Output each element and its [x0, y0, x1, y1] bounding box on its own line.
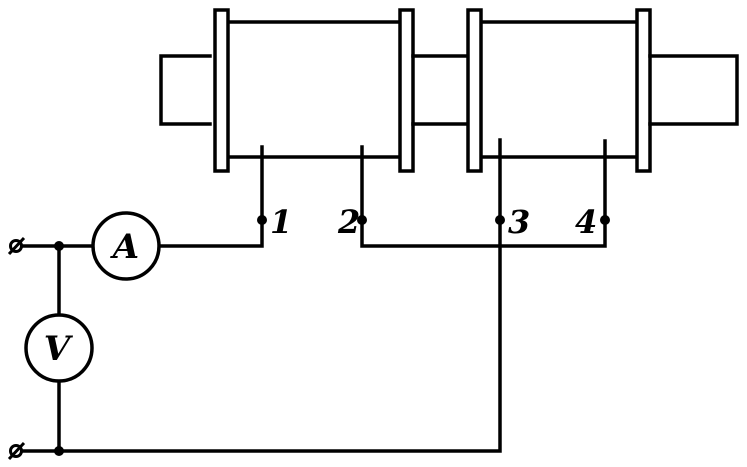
coil-1	[213, 8, 415, 173]
coil-2-left-flange	[466, 8, 483, 173]
terminal-2-dot	[357, 215, 367, 225]
right-shaft	[648, 54, 739, 126]
input-terminal-bottom	[7, 441, 26, 461]
coil-1-right-flange	[398, 8, 415, 173]
terminal-3-dot	[495, 215, 505, 225]
ammeter-label: A	[110, 227, 139, 267]
input-terminal-top	[7, 236, 26, 256]
ammeter: A	[91, 211, 161, 281]
voltmeter-label: V	[44, 329, 74, 369]
left-shaft	[159, 54, 212, 126]
junction-top	[54, 241, 64, 251]
terminal-1-label: 1	[270, 203, 292, 241]
coil-2-right-flange	[635, 8, 652, 173]
terminal-4-label: 4	[575, 203, 597, 241]
wire-terminal-3-return	[16, 218, 502, 453]
voltmeter: V	[24, 313, 94, 383]
terminal-4-dot	[600, 215, 610, 225]
terminal-1-dot	[257, 215, 267, 225]
coil-1-left-flange	[213, 8, 230, 173]
terminal-3-label: 3	[508, 203, 530, 241]
coil-2	[466, 8, 652, 173]
junction-bottom	[54, 446, 64, 456]
wire-ammeter-terminal-1	[156, 218, 264, 248]
jumper-2-4	[360, 218, 607, 248]
terminal-2-label: 2	[337, 203, 360, 241]
